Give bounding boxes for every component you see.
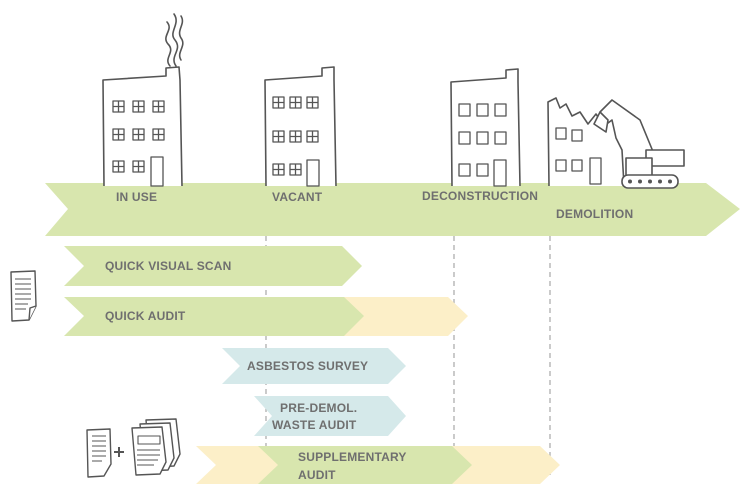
smoke-icon (165, 13, 184, 67)
supplementary-audit-pre-arrow (196, 446, 282, 484)
pre-demol-label-line2: WASTE AUDIT (272, 418, 357, 432)
stage-label-deconstruction: DECONSTRUCTION (422, 189, 539, 203)
quick-visual-scan-arrow (64, 246, 362, 286)
building-vacant-icon (264, 66, 337, 187)
supplementary-label-line1: SUPPLEMENTARY (298, 450, 407, 464)
asbestos-survey-label: ASBESTOS SURVEY (247, 359, 369, 373)
timeline-arrow (45, 183, 740, 236)
quick-visual-scan-label: QUICK VISUAL SCAN (105, 259, 232, 273)
document-icon (10, 270, 37, 322)
quick-audit-label: QUICK AUDIT (105, 309, 186, 323)
supplementary-audit-post-arrow (446, 446, 560, 484)
quick-audit-arrow (64, 297, 364, 336)
asbestos-survey-arrow (222, 348, 406, 384)
stage-label-vacant: VACANT (272, 190, 323, 204)
building-deconstruction-icon (450, 68, 521, 187)
quick-audit-extension-arrow (340, 297, 468, 336)
supplementary-label-line2: AUDIT (298, 468, 336, 482)
stage-label-demolition: DEMOLITION (556, 207, 634, 221)
stage-label-in-use: IN USE (116, 190, 158, 204)
supplementary-audit-arrow (258, 446, 472, 484)
excavator-icon (593, 99, 685, 189)
pre-demol-label-line1: PRE-DEMOL. (280, 401, 358, 415)
building-in-use-icon (102, 66, 183, 187)
building-demolition-icon (547, 97, 625, 187)
document-stack-icon (86, 418, 181, 478)
pre-demol-waste-audit-arrow (254, 396, 406, 436)
